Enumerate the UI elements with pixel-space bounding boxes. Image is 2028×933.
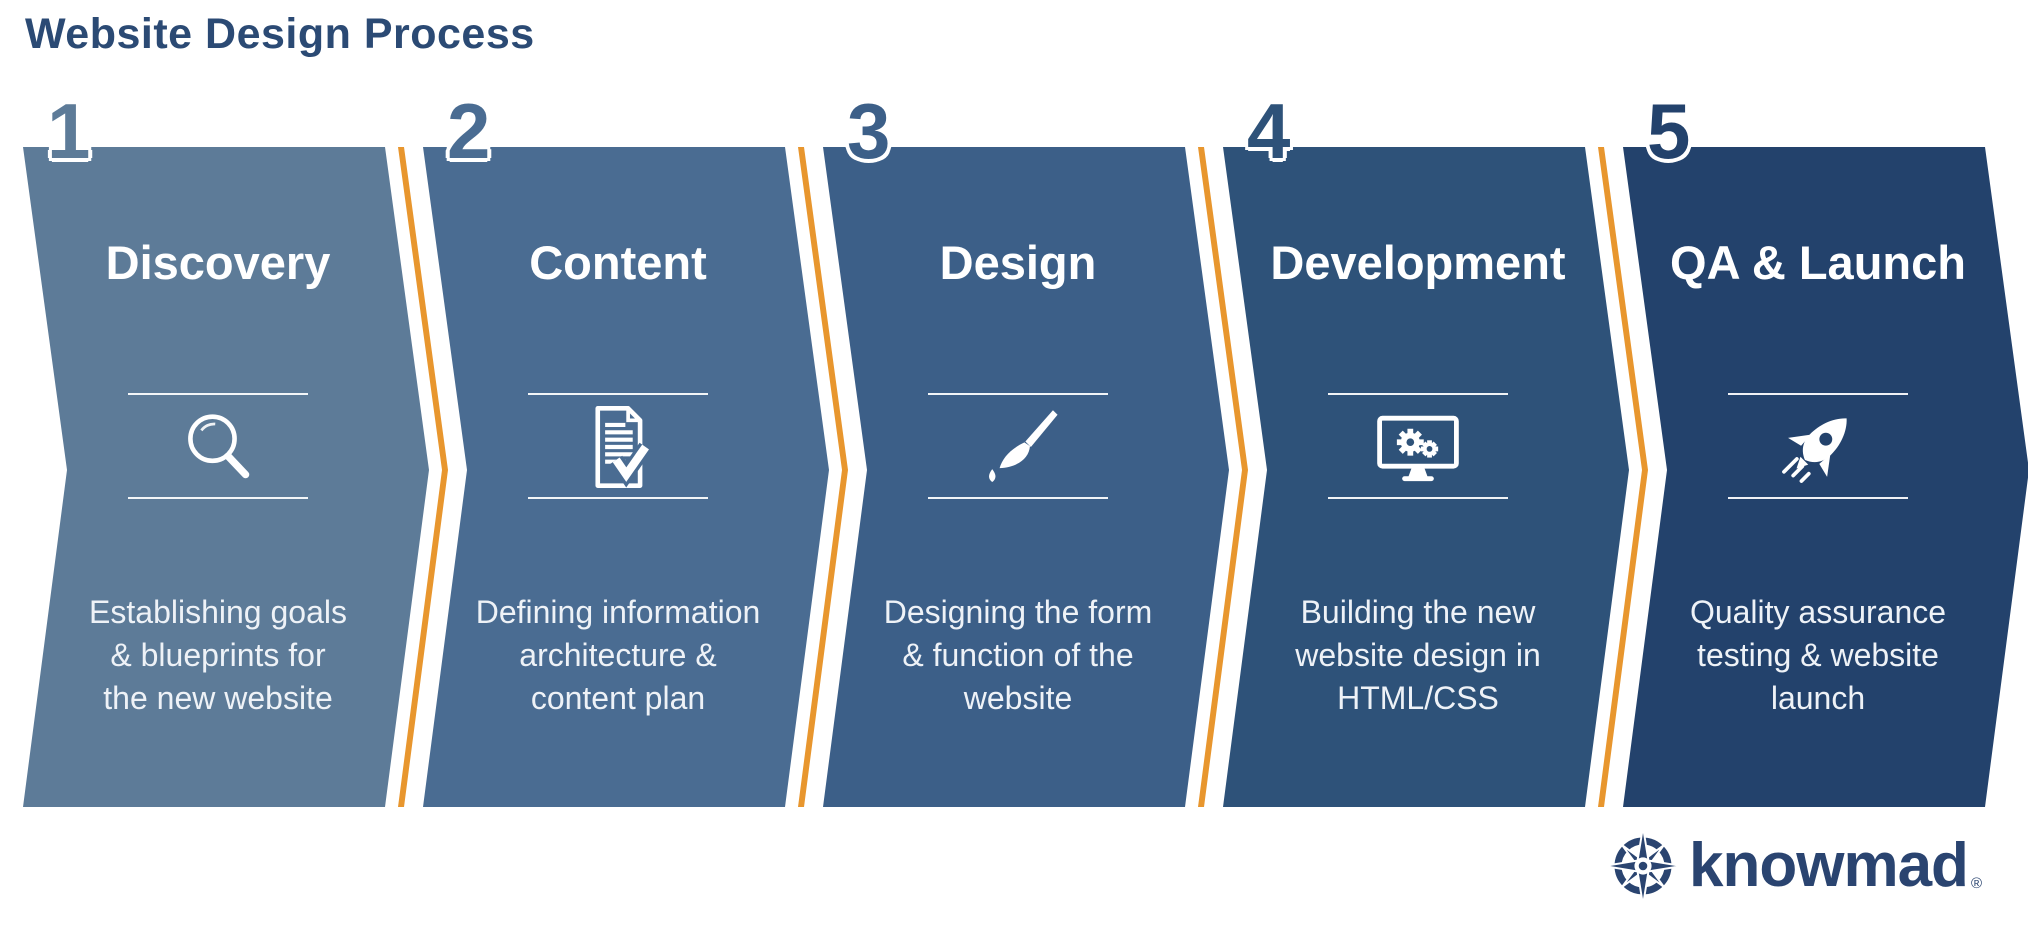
step-panel-discovery: Discovery Establishing goals & blueprint…	[23, 147, 429, 807]
step-number-3: 3	[847, 87, 891, 175]
divider-line	[1328, 497, 1508, 499]
divider-line	[528, 393, 708, 395]
step-description: Establishing goals & blueprints for the …	[89, 594, 347, 716]
step-content: Content	[437, 147, 799, 807]
step-content: QA & Launch	[1637, 147, 1999, 807]
magnifier-icon	[168, 399, 268, 494]
monitor-gears-icon	[1368, 399, 1468, 494]
step-number-4: 4	[1247, 87, 1291, 175]
page-title: Website Design Process	[25, 10, 535, 58]
step-title: Discovery	[105, 236, 331, 289]
document-check-icon	[568, 399, 668, 494]
divider-line	[928, 393, 1108, 395]
divider-line	[128, 497, 308, 499]
registered-mark: ®	[1970, 875, 1982, 892]
step-description: Building the new website design in HTML/…	[1295, 594, 1541, 716]
divider-line	[1328, 393, 1508, 395]
step-title: Content	[529, 236, 707, 289]
step-title: Design	[939, 236, 1097, 289]
step-content: Discovery Establishing goals & blueprint…	[37, 147, 399, 807]
brand-logo: knowmad ®	[1604, 826, 1982, 906]
step-panel-design: Design Designing the form & function of …	[823, 147, 1229, 807]
paintbrush-icon	[968, 399, 1068, 494]
step-description: Designing the form & function of the web…	[883, 594, 1153, 716]
step-description: Defining information architecture & cont…	[475, 594, 761, 716]
step-number-1: 1	[47, 87, 91, 175]
step-number-2: 2	[447, 87, 491, 175]
step-panel-development: Development	[1223, 147, 1629, 807]
compass-icon	[1604, 827, 1682, 905]
step-title: QA & Launch	[1670, 236, 1966, 289]
step-title: Development	[1270, 236, 1566, 289]
step-panel-content: Content	[423, 147, 829, 807]
step-description: Quality assurance testing & website laun…	[1689, 594, 1947, 716]
step-content: Design Designing the form & function of …	[837, 147, 1199, 807]
step-panel-qa-launch: QA & Launch	[1623, 147, 2028, 807]
step-number-5: 5	[1647, 87, 1691, 175]
divider-line	[1728, 393, 1908, 395]
divider-line	[1728, 497, 1908, 499]
divider-line	[128, 393, 308, 395]
rocket-icon	[1768, 399, 1868, 494]
step-content: Development	[1237, 147, 1599, 807]
divider-line	[528, 497, 708, 499]
brand-name: knowmad	[1689, 831, 1969, 900]
divider-line	[928, 497, 1108, 499]
